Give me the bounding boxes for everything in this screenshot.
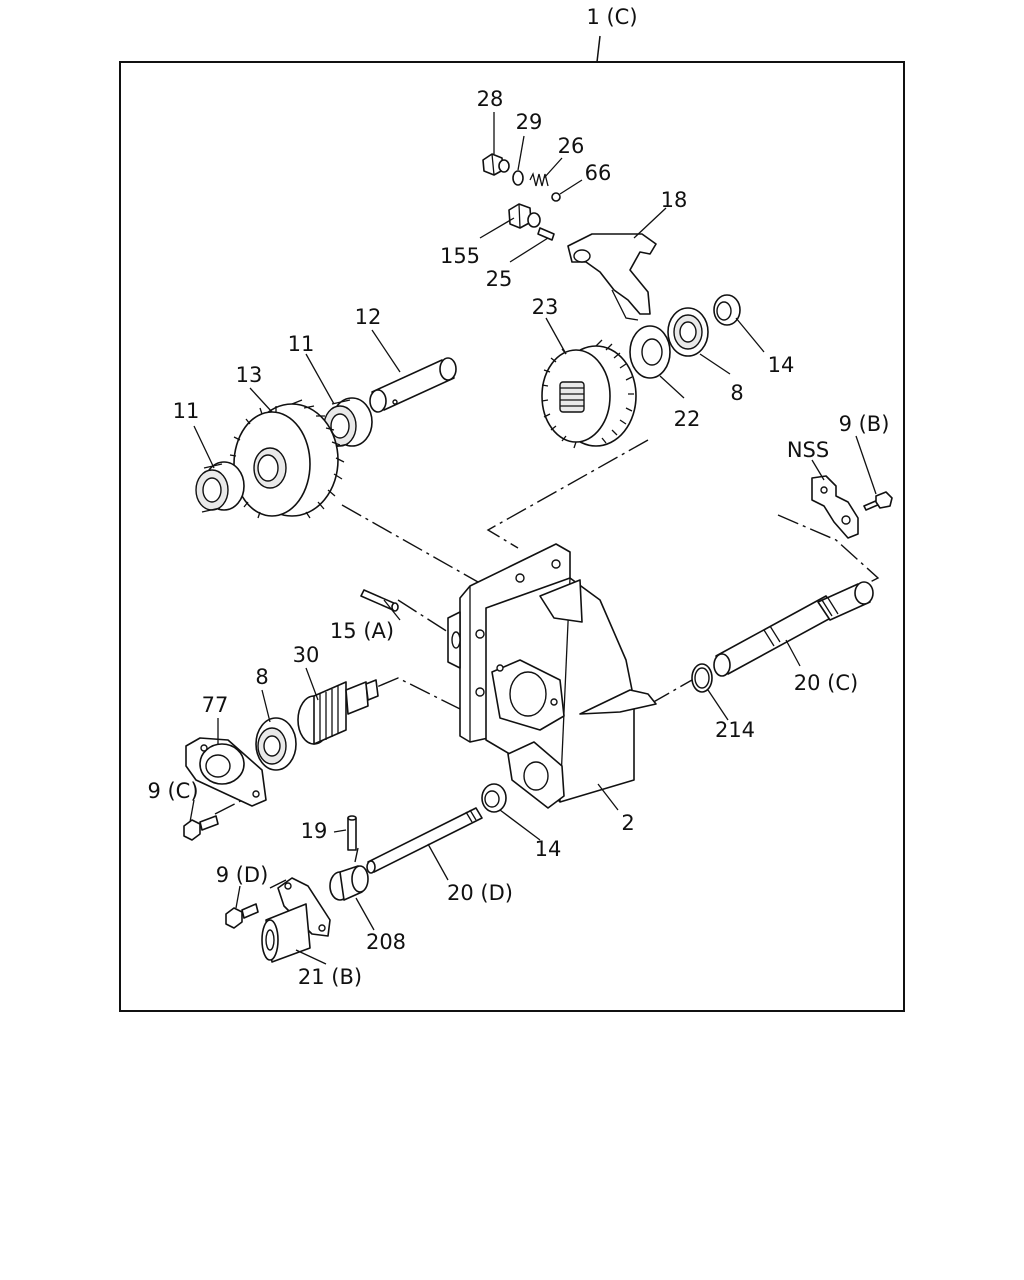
part-13-helical-gear[interactable] <box>229 399 345 519</box>
callout-14-lower: 14 <box>535 837 562 861</box>
callout-11-lower: 11 <box>173 399 200 423</box>
callout-labels: 28 29 26 66 18 155 25 12 11 13 11 23 14 … <box>147 87 889 989</box>
callout-155: 155 <box>440 244 480 268</box>
part-2-housing[interactable] <box>447 543 657 809</box>
callout-22: 22 <box>674 407 701 431</box>
part-22-washer[interactable] <box>629 325 671 379</box>
callout-26: 26 <box>558 134 585 158</box>
callout-30: 30 <box>293 643 320 667</box>
callout-11-upper: 11 <box>288 332 315 356</box>
assembly-leader <box>596 35 601 63</box>
callout-12: 12 <box>355 305 382 329</box>
part-14-bushing-top[interactable] <box>713 294 741 326</box>
leader-lines <box>189 112 877 965</box>
callout-214: 214 <box>715 718 755 742</box>
part-66-ball[interactable] <box>551 192 561 202</box>
callout-20c: 20 (C) <box>794 671 858 695</box>
part-214-o-ring[interactable] <box>691 663 713 693</box>
callout-13: 13 <box>236 363 263 387</box>
part-208-collar[interactable] <box>329 865 369 901</box>
part-9d-bolt[interactable] <box>225 903 259 929</box>
part-11-needle-bearing-lower[interactable] <box>195 461 245 513</box>
part-nss-bracket[interactable] <box>811 475 859 539</box>
part-21b-flange-sleeve[interactable] <box>261 877 331 963</box>
callout-8-lower: 8 <box>255 665 268 689</box>
callout-9c: 9 (C) <box>147 779 198 803</box>
callout-77: 77 <box>202 693 229 717</box>
part-77-cover-plate[interactable] <box>185 737 267 807</box>
callout-18: 18 <box>661 188 688 212</box>
part-12-shaft[interactable] <box>369 357 457 413</box>
callout-14-top: 14 <box>768 353 795 377</box>
callout-25: 25 <box>486 267 513 291</box>
part-155-bolt[interactable] <box>508 203 541 229</box>
part-8-bearing-lower[interactable] <box>255 717 297 771</box>
callout-19: 19 <box>301 819 328 843</box>
part-20d-shaft[interactable] <box>366 807 483 874</box>
part-20c-shaft[interactable] <box>713 581 874 677</box>
callout-15a: 15 (A) <box>330 619 394 643</box>
diagram-frame <box>119 61 905 1012</box>
callout-21b: 21 (B) <box>298 965 362 989</box>
callout-28: 28 <box>477 87 504 111</box>
part-18-shift-fork[interactable] <box>567 233 657 321</box>
part-25-pin[interactable] <box>537 227 555 241</box>
callout-9b: 9 (B) <box>839 412 890 436</box>
part-8-bearing-top[interactable] <box>667 307 709 357</box>
callout-208: 208 <box>366 930 406 954</box>
part-19-pin[interactable] <box>347 815 357 851</box>
callout-20d: 20 (D) <box>447 881 513 905</box>
part-26-spring[interactable] <box>529 172 549 187</box>
part-30-pinion-shaft[interactable] <box>297 679 379 745</box>
part-23-gear[interactable] <box>541 339 637 449</box>
part-9c-bolt[interactable] <box>183 815 219 841</box>
part-9b-bolt[interactable] <box>863 491 893 511</box>
callout-9d: 9 (D) <box>216 863 269 887</box>
part-14-bushing-lower[interactable] <box>481 783 507 813</box>
callout-8-top: 8 <box>730 381 743 405</box>
callout-23: 23 <box>532 295 559 319</box>
part-29-ring[interactable] <box>512 170 524 186</box>
part-28-plug[interactable] <box>482 153 510 176</box>
part-15a-dowel-pin[interactable] <box>360 589 399 612</box>
callout-2: 2 <box>621 811 634 835</box>
callout-29: 29 <box>516 110 543 134</box>
callout-66: 66 <box>585 161 612 185</box>
assembly-label: 1 (C) <box>586 5 637 29</box>
callout-nss: NSS <box>787 438 829 462</box>
